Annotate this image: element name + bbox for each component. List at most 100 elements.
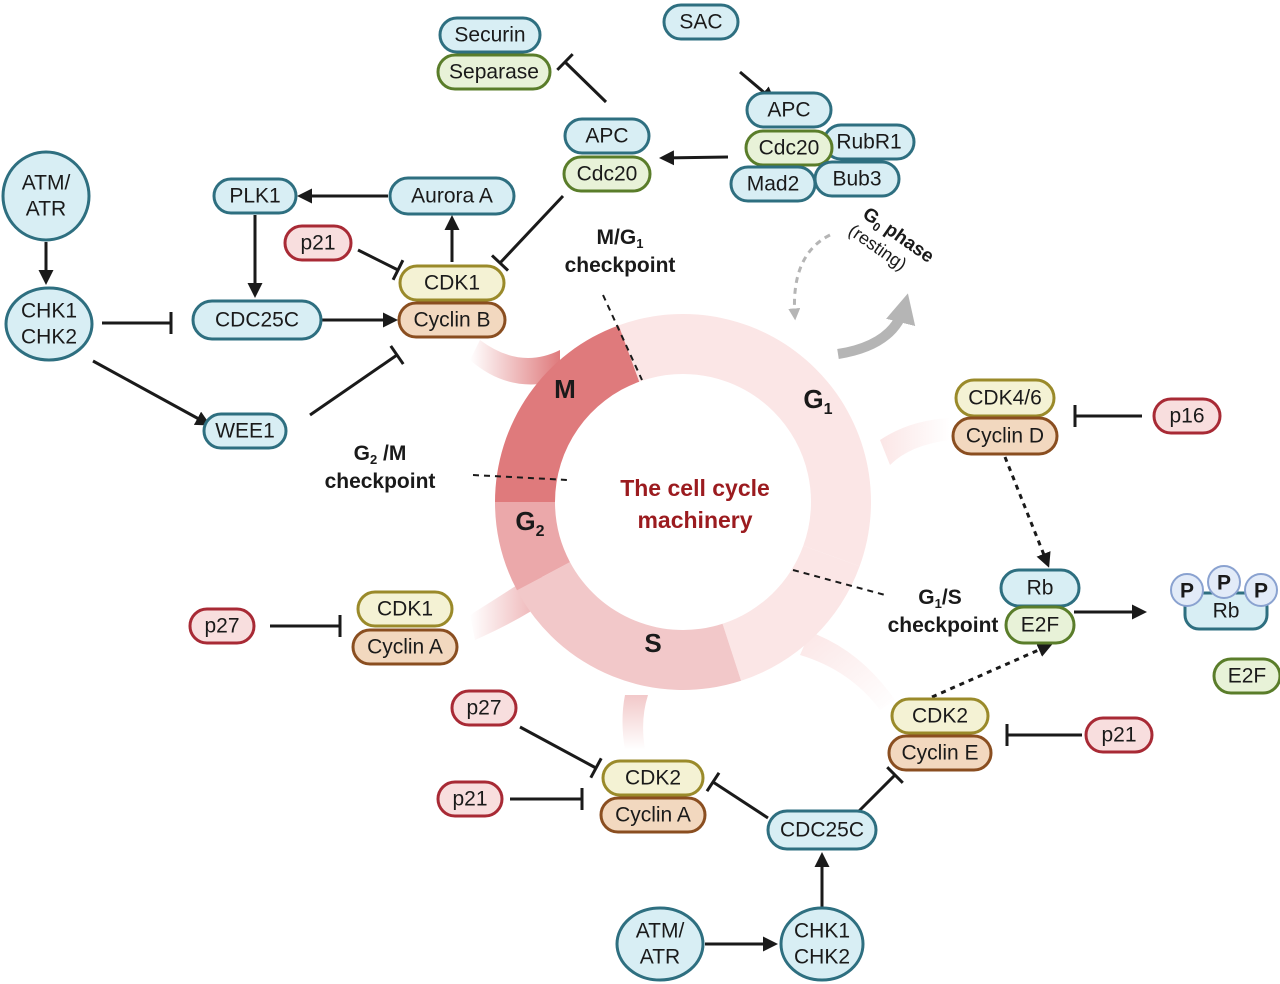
node-cdk1-cyclin-a: CDK1	[356, 590, 454, 628]
edge-cyclin-d-rb	[1003, 456, 1051, 568]
node-atm-atr-left-label: ATM/	[22, 172, 71, 195]
edge-chk-wee1	[92, 359, 211, 426]
phosphate-label: P	[1217, 572, 1231, 595]
pathway-edges	[38, 53, 1147, 952]
edge-p21-cdk1	[357, 248, 399, 272]
node-wee1: WEE1	[202, 412, 288, 450]
phosphate-group: P	[1170, 573, 1204, 607]
node-e2f-label: E2F	[1021, 614, 1060, 637]
branch-s	[622, 695, 648, 750]
node-cdc25c-left-label: CDC25C	[215, 309, 299, 332]
node-cyclin-d-label: Cyclin D	[966, 425, 1044, 448]
edge-cdc25c-inhibits-cyclin-a-bar	[705, 771, 721, 793]
node-cdc25c-bottom: CDC25C	[766, 809, 878, 851]
node-atm-atr-left: ATM/ATR	[1, 150, 91, 242]
node-cyclin-e: Cyclin E	[887, 734, 993, 772]
g2m-checkpoint-line	[472, 474, 569, 481]
node-cdc25c-bottom-label: CDC25C	[780, 819, 864, 842]
node-mad2-label: Mad2	[747, 173, 800, 196]
phase-label-s: S	[644, 628, 661, 658]
edge-p21-cdk1-bar	[391, 259, 405, 281]
node-separase-label: Separase	[449, 61, 539, 84]
phase-sector-s	[517, 562, 742, 690]
phase-label-g2: G2	[515, 506, 544, 540]
node-cyclin-b: Cyclin B	[397, 301, 507, 339]
g2m-checkpoint-label-1: G2 /M	[354, 442, 407, 467]
phase-label-m: M	[554, 374, 576, 404]
node-atm-atr-left-label: ATR	[26, 198, 66, 221]
node-bub3-label: Bub3	[832, 168, 881, 191]
phosphate-group: P	[1207, 565, 1241, 599]
node-cdc20-mid-label: Cdc20	[577, 163, 638, 186]
node-sac: SAC	[662, 3, 740, 41]
edge-wee1-inhibits-cdk1	[309, 353, 398, 417]
edge-cdc20-inhibits-cdk1-bar	[490, 254, 510, 272]
node-rb-label: Rb	[1027, 577, 1054, 600]
node-p21-top-label: p21	[300, 232, 335, 255]
node-mad2: Mad2	[729, 165, 817, 203]
node-rubr1: RubR1	[822, 123, 916, 161]
branch-m	[470, 340, 560, 385]
node-rb: Rb	[999, 568, 1081, 608]
node-plk1-label: PLK1	[229, 185, 280, 208]
node-sac-label: SAC	[679, 11, 722, 34]
node-cdc25c-left: CDC25C	[191, 299, 323, 341]
node-apc-top-label: APC	[767, 99, 810, 122]
node-p21-top: p21	[283, 224, 353, 262]
node-cdk4-6: CDK4/6	[954, 378, 1056, 418]
node-e2f-free: E2F	[1212, 657, 1280, 695]
node-e2f-free-label: E2F	[1228, 665, 1267, 688]
mg1-checkpoint-label-2: checkpoint	[565, 254, 676, 277]
node-cdc20-top-label: Cdc20	[759, 137, 820, 160]
edge-apc-inhibits-separase-bar	[556, 53, 574, 71]
phase-label-g1: G1	[803, 384, 832, 418]
node-p27-a-label: p27	[204, 615, 239, 638]
g0-label: G0 phase (resting)	[845, 203, 938, 274]
node-cdk4-6-label: CDK4/6	[968, 387, 1042, 410]
node-cdc20-mid: Cdc20	[562, 155, 652, 193]
phase-sector-g1	[618, 313, 872, 567]
node-p27-b-label: p27	[466, 697, 501, 720]
node-cdk1-cyclin-b-label: CDK1	[424, 272, 480, 295]
node-chk1-chk2-left-label: CHK1	[21, 300, 77, 323]
node-cyclin-d: Cyclin D	[951, 416, 1059, 456]
node-p27-a: p27	[188, 607, 256, 645]
edge-cdc25c-inhibits-cyclin-a	[712, 780, 769, 820]
phosphate-label: P	[1254, 580, 1268, 603]
node-securin-label: Securin	[454, 24, 525, 47]
checkpoint-lines	[472, 294, 886, 596]
node-plk1: PLK1	[212, 177, 298, 215]
edge-cdc20-inhibits-cdk1	[498, 194, 565, 265]
center-title-line2: machinery	[637, 507, 752, 533]
node-aurora-a-label: Aurora A	[411, 185, 493, 208]
center-title-line1: The cell cycle	[620, 475, 770, 501]
branch-se	[800, 632, 895, 710]
node-chk1-chk2-left-label: CHK2	[21, 326, 77, 349]
node-atm-atr-bottom-label: ATM/	[636, 920, 685, 943]
edge-p27-inhibits-cdk2-a	[519, 725, 597, 770]
node-atm-atr-bottom: ATM/ATR	[615, 906, 705, 982]
phosphate-group: P	[1244, 573, 1278, 607]
node-cdk1-cyclin-a-label: CDK1	[377, 598, 433, 621]
edge-apc-inhibits-separase	[563, 60, 608, 104]
node-wee1-label: WEE1	[215, 420, 275, 443]
node-atm-atr-bottom-label: ATR	[640, 946, 680, 969]
phosphate-label: P	[1180, 580, 1194, 603]
node-cdk2-cyclin-a-label: CDK2	[625, 767, 681, 790]
node-cyclin-a-2: Cyclin A	[599, 796, 707, 834]
node-cyclin-a-1: Cyclin A	[351, 628, 459, 666]
node-cdk2-cyclin-e: CDK2	[890, 697, 990, 735]
g2m-checkpoint-label-2: checkpoint	[325, 470, 436, 493]
edge-wee1-inhibits-cdk1-bar	[389, 345, 405, 365]
edge-cdc25c-inhibits-cyclin-e	[856, 773, 897, 814]
node-e2f: E2F	[1004, 605, 1076, 645]
node-p21-b: p21	[436, 780, 504, 818]
node-securin: Securin	[438, 16, 542, 54]
node-apc-top: APC	[745, 91, 833, 129]
node-p21-b-label: p21	[452, 788, 487, 811]
phase-sector-m	[495, 325, 640, 502]
